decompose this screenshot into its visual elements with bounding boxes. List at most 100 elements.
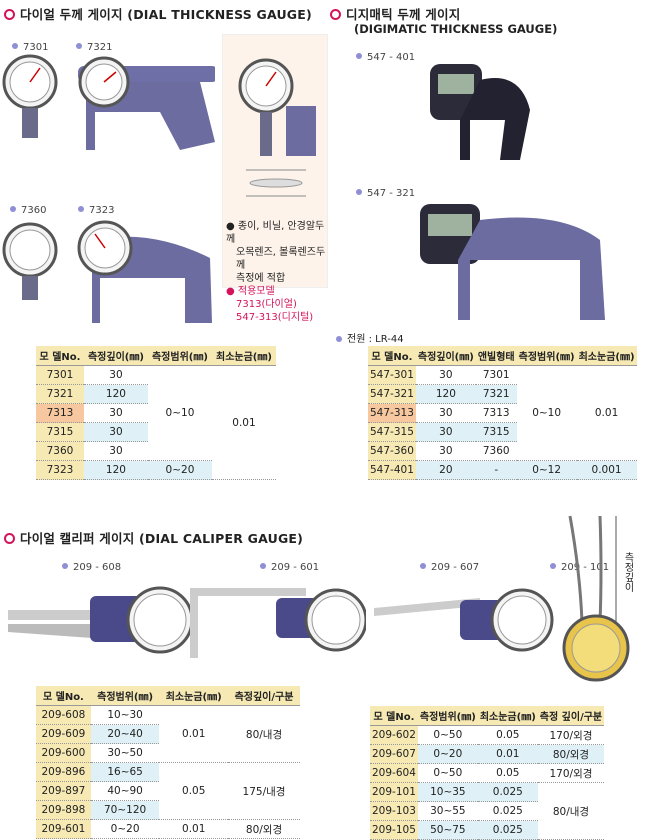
- range-cell: 0~20: [417, 744, 478, 764]
- model-cell: 547-313: [368, 403, 416, 423]
- section-subtitle-digimatic: (DIGIMATIC THICKNESS GAUGE): [354, 22, 558, 36]
- dial-caliper-spec-table-right: 모 델No. 측정범위(㎜) 최소눈금(㎜) 측정 깊이/구분 209-602 …: [370, 706, 605, 840]
- depth-cell: 30: [415, 403, 476, 423]
- note-line-2: 오목렌즈, 볼록렌즈두께: [236, 247, 326, 271]
- model-cell: 7301: [36, 365, 84, 385]
- model-cell: 547-321: [368, 384, 416, 404]
- graduation-cell: 0.01: [159, 705, 229, 763]
- model-cell: 209-896: [36, 762, 91, 782]
- depth-cell: 170/외경: [537, 763, 605, 783]
- anvil-cell: -: [475, 460, 517, 480]
- anvil-cell: 7315: [475, 422, 517, 442]
- depth-cell: 30: [83, 422, 148, 442]
- depth-label-209-101: 측정깊이: [622, 552, 633, 592]
- dial-thickness-spec-table: 모 델No. 측정깊이(㎜) 측정범위(㎜) 최소눈금(㎜) 7301 30 0…: [36, 346, 276, 480]
- table-row: 209-602 0~50 0.05 170/외경: [370, 725, 605, 745]
- bullet-icon: [10, 206, 16, 212]
- bullet-icon: [62, 563, 68, 569]
- section-title-dial-thickness: 다이얼 두께 게이지 (DIAL THICKNESS GAUGE): [4, 4, 312, 23]
- table-row: 209-609 20~40: [36, 724, 300, 744]
- caliper-gauge-209-601-illustration: [190, 588, 366, 658]
- table-row: 547-315 30 7315: [368, 422, 637, 442]
- section-title-digimatic-thickness: 디지매틱 두께 게이지: [330, 4, 460, 23]
- table-header-row: 모 델No. 측정깊이(㎜) 앤빌형태 측정범위(㎜) 최소눈금(㎜): [368, 346, 637, 366]
- column-header: 측정깊이/구분: [228, 686, 300, 706]
- depth-cell: 170/외경: [537, 725, 605, 745]
- model-cell: 209-101: [370, 782, 418, 802]
- table-row: 209-896 16~65 0.05 175/내경: [36, 762, 300, 820]
- note-applicable-2: 547-313(디지털): [236, 312, 314, 323]
- model-cell: 209-601: [36, 819, 91, 839]
- label-7321: 7321: [76, 42, 112, 53]
- graduation-cell: 0.025: [477, 782, 538, 802]
- depth-label-7321: 측정깊이: [120, 120, 165, 134]
- model-cell: 7315: [36, 422, 84, 442]
- depth-cell: 120: [83, 460, 148, 480]
- depth-cell: 20: [415, 460, 476, 480]
- table-row: 7323 120 0~20: [36, 460, 276, 480]
- table-row: 547-313 30 7313: [368, 403, 637, 423]
- label-7323: 7323: [78, 205, 114, 216]
- range-cell: 50~75: [417, 820, 478, 840]
- depth-cell: 80/외경: [228, 819, 300, 839]
- table-row: 547-321 120 7321: [368, 384, 637, 404]
- section-title-dial-caliper: 다이얼 캘리퍼 게이지 (DIAL CALIPER GAUGE): [4, 528, 303, 547]
- range-cell: 30~55: [417, 801, 478, 821]
- label-209-607: 209 - 607: [420, 562, 479, 573]
- bullet-icon: [78, 206, 84, 212]
- column-header: 최소눈금(㎜): [576, 346, 637, 366]
- graduation-cell: 0.025: [477, 801, 538, 821]
- range-cell: 0~20: [90, 819, 160, 839]
- anvil-cell: 7313: [475, 403, 517, 423]
- depth-cell: 120: [83, 384, 148, 404]
- model-cell: 7360: [36, 441, 84, 461]
- table-row: 547-360 30 7360: [368, 441, 637, 461]
- dial-gauge-7313-illustration: [238, 58, 316, 197]
- depth-cell: 30: [415, 365, 476, 385]
- depth-label-547-321: 측정깊이: [490, 282, 535, 296]
- column-header: 측정 깊이/구분: [537, 706, 605, 726]
- depth-cell: 30: [415, 422, 476, 442]
- depth-cell: 30: [83, 403, 148, 423]
- column-header: 측정범위(㎜): [516, 346, 577, 366]
- table-row: 7321 120: [36, 384, 276, 404]
- range-cell: 0~50: [417, 725, 478, 745]
- graduation-cell: 0.01: [159, 819, 229, 839]
- table-row: 209-897 40~90: [36, 781, 300, 801]
- range-cell: 40~90: [90, 781, 160, 801]
- column-header: 측정범위(㎜): [417, 706, 478, 726]
- label-547-401: 547 - 401: [356, 52, 415, 63]
- digimatic-thickness-spec-table: 모 델No. 측정깊이(㎜) 앤빌형태 측정범위(㎜) 최소눈금(㎜) 547-…: [368, 346, 637, 480]
- column-header: 측정깊이(㎜): [83, 346, 148, 366]
- bullet-icon: [356, 53, 362, 59]
- range-cell: 0~50: [417, 763, 478, 783]
- range-cell: 70~120: [90, 800, 160, 820]
- note-applicable-title: ● 적용모델: [226, 286, 275, 297]
- range-cell: 0~12: [516, 460, 577, 480]
- depth-cell: 80/외경: [537, 744, 605, 764]
- graduation-cell: 0.01: [211, 365, 276, 480]
- model-cell: 7321: [36, 384, 84, 404]
- table-row: 209-601 0~20 0.01 80/외경: [36, 819, 300, 839]
- column-header: 측정범위(㎜): [147, 346, 212, 366]
- digimatic-gauge-547-401-illustration: [430, 64, 530, 160]
- label-209-608: 209 - 608: [62, 562, 121, 573]
- note-line-1: ● 종이, 비닐, 안경알두께: [226, 221, 325, 245]
- caliper-gauge-209-608-illustration: [8, 586, 194, 654]
- depth-cell: 30: [83, 365, 148, 385]
- table-row: 209-608 10~30 0.01 80/내경: [36, 705, 300, 763]
- column-header: 모 델No.: [370, 706, 418, 726]
- model-cell: 209-602: [370, 725, 418, 745]
- model-cell: 547-315: [368, 422, 416, 442]
- digimatic-gauge-547-321-illustration: [420, 204, 605, 320]
- anvil-cell: 7321: [475, 384, 517, 404]
- model-cell: 547-360: [368, 441, 416, 461]
- model-cell: 209-103: [370, 801, 418, 821]
- bullet-icon: [76, 43, 82, 49]
- label-7301: 7301: [12, 42, 48, 53]
- label-547-321: 547 - 321: [356, 188, 415, 199]
- graduation-cell: 0.05: [477, 725, 538, 745]
- model-cell: 209-600: [36, 743, 91, 763]
- table-row: 7313 30: [36, 403, 276, 423]
- range-cell: 10~30: [90, 705, 160, 725]
